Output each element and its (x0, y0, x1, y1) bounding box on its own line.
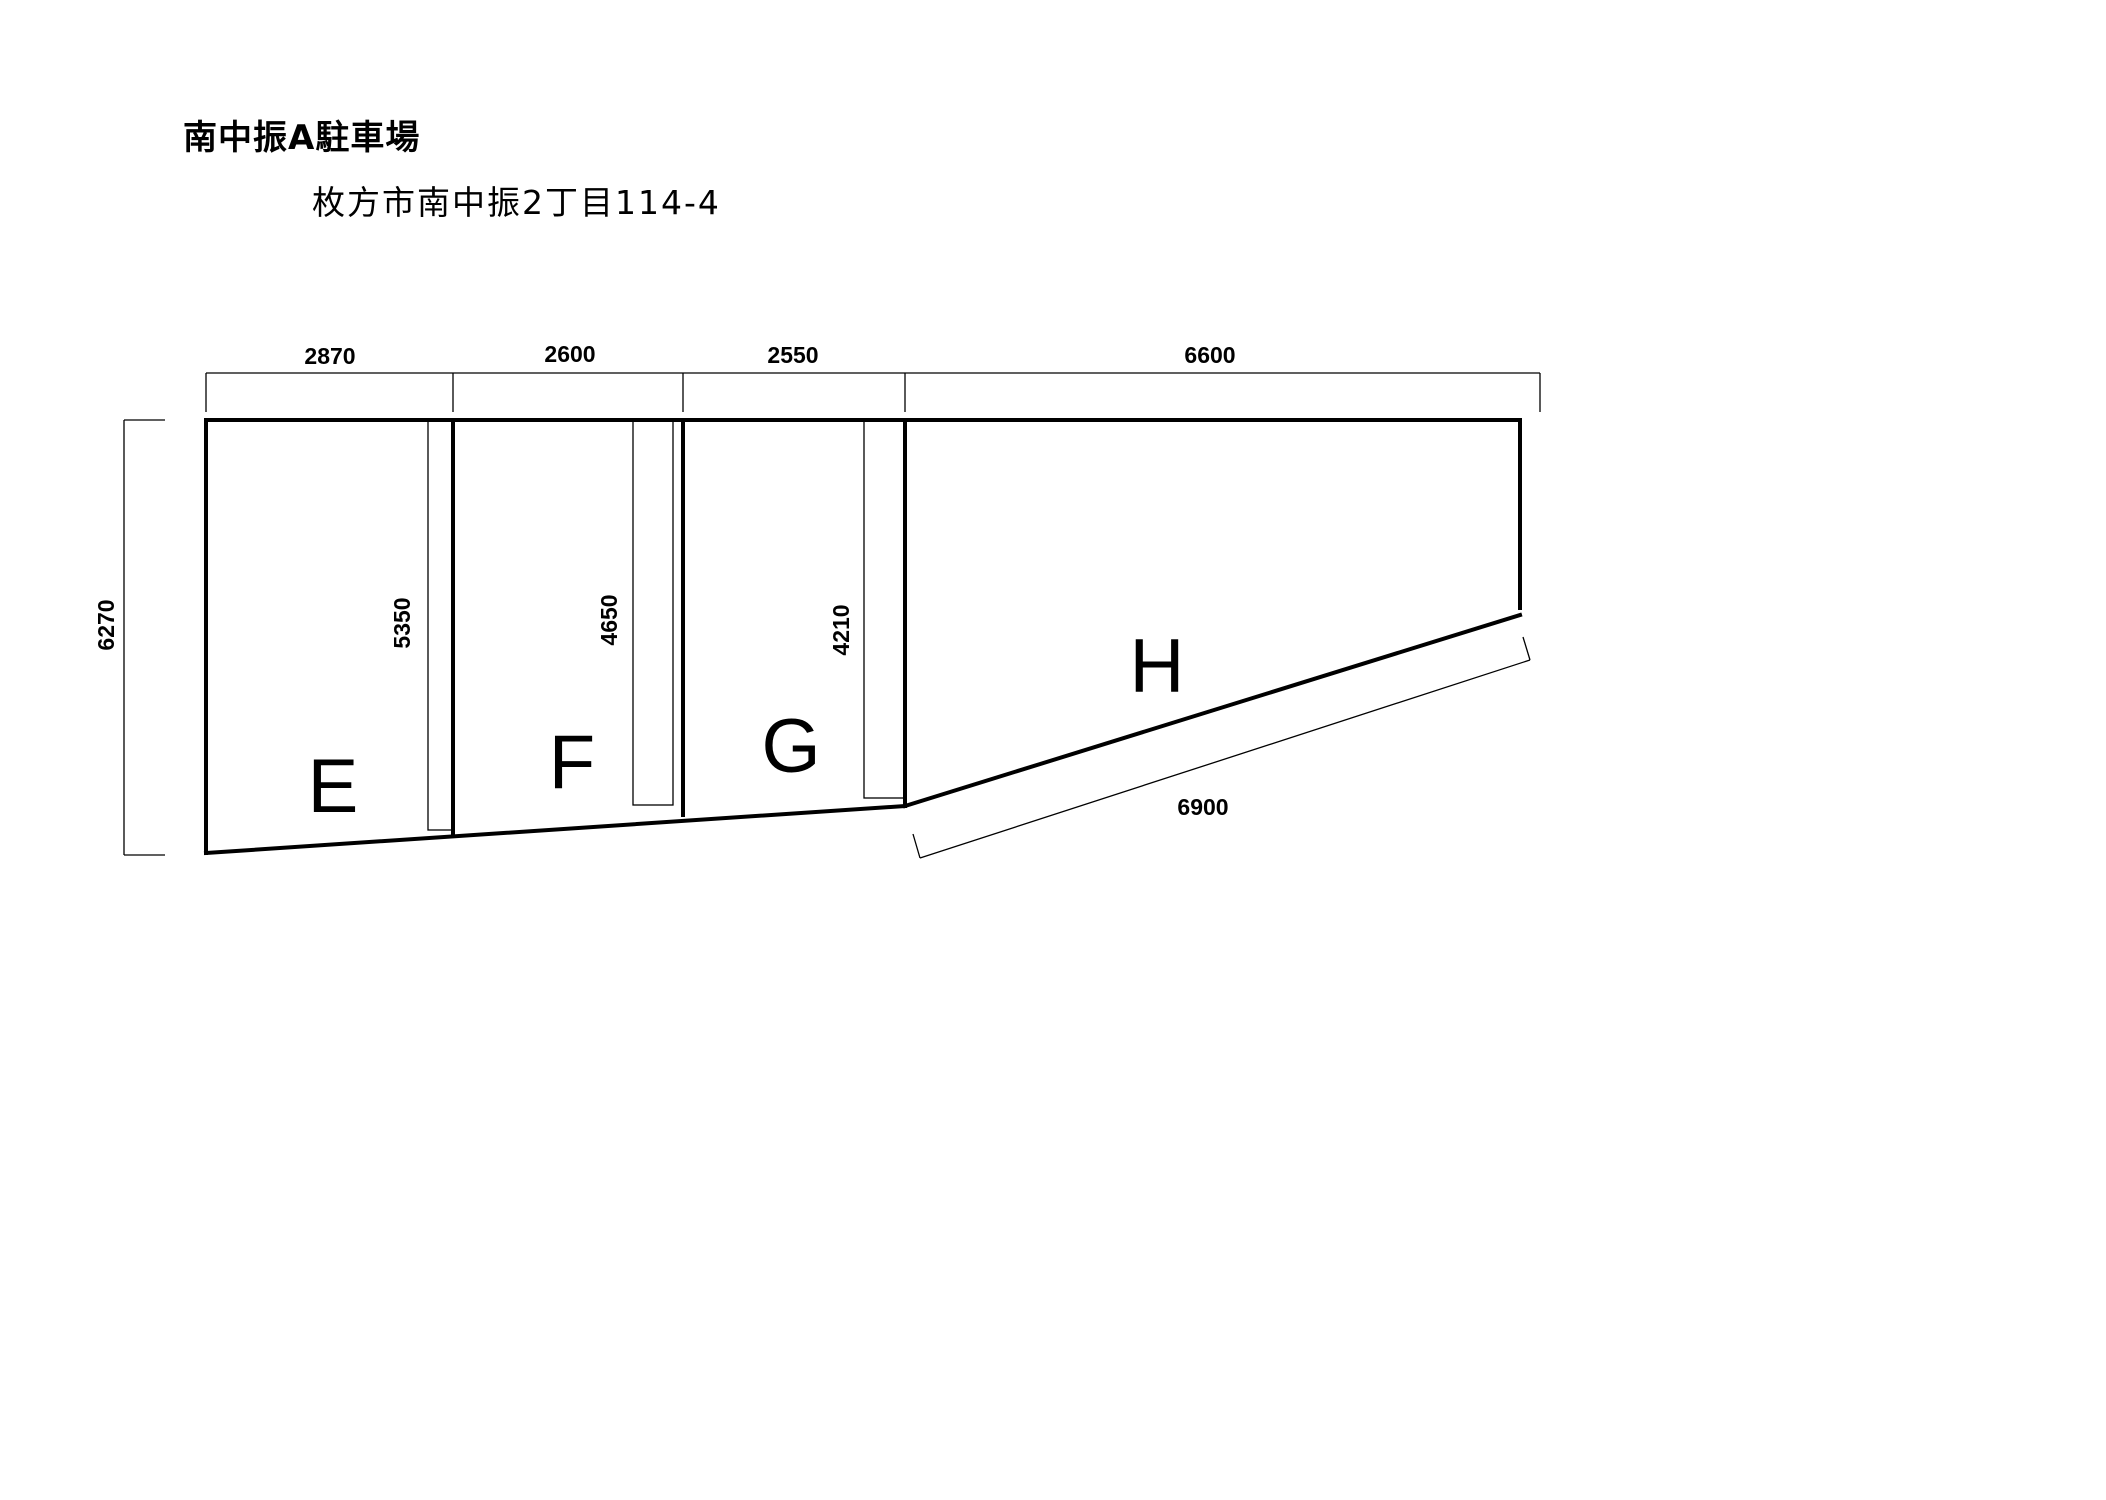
depth-marker-g (863, 419, 906, 799)
page-title: 南中振A駐車場 (183, 118, 421, 158)
lot-label-h: H (1130, 624, 1185, 709)
lot-label-g: G (761, 704, 820, 789)
width-label-e: 2870 (304, 343, 355, 369)
depth-marker-f (632, 419, 674, 806)
depth-marker-e (427, 419, 454, 831)
depth-label-f: 4650 (596, 594, 622, 645)
diagonal-label: 6900 (1177, 794, 1228, 820)
width-label-f: 2600 (544, 341, 595, 367)
lot-outline (203, 418, 1523, 856)
depth-label-g: 4210 (828, 604, 854, 655)
left-dimension-bracket (123, 419, 165, 856)
top-dimension-line (205, 372, 1541, 412)
lot-label-e: E (308, 744, 359, 829)
width-label-h: 6600 (1184, 342, 1235, 368)
width-label-g: 2550 (767, 342, 818, 368)
depth-label-e: 5350 (389, 597, 415, 648)
lot-dividers (451, 418, 907, 835)
address-text: 枚方市南中振2丁目114-4 (312, 183, 721, 222)
diagonal-dimension-bracket (912, 636, 1531, 859)
lot-label-f: F (549, 720, 595, 805)
height-label: 6270 (93, 599, 119, 650)
